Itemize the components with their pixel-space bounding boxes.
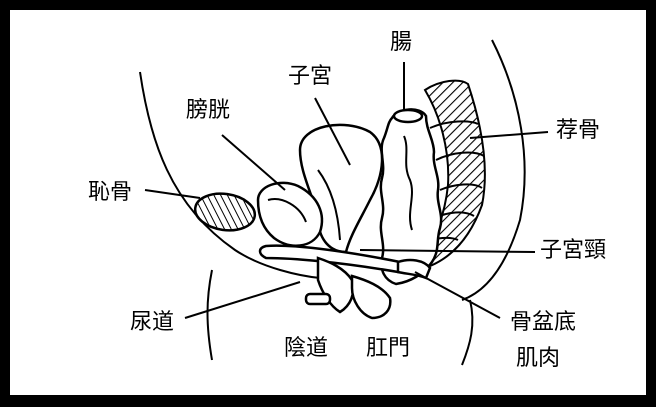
label-pelvic-floor-line2: 肌肉 — [516, 348, 560, 370]
thigh-outline — [208, 270, 213, 360]
label-bladder: 膀胱 — [186, 100, 230, 122]
label-vagina: 陰道 — [284, 338, 328, 360]
label-anus: 肛門 — [366, 338, 410, 360]
label-pelvic-floor-line1: 骨盆底 — [510, 312, 576, 334]
leader-pubic — [145, 190, 200, 198]
leader-bladder — [222, 135, 285, 190]
leader-pelvic-floor — [415, 272, 500, 318]
buttock-outline — [462, 300, 472, 365]
label-pubic-bone: 恥骨 — [88, 182, 132, 204]
label-uterus: 子宮 — [288, 66, 332, 88]
label-sacrum: 荐骨 — [556, 120, 600, 142]
label-intestine: 腸 — [390, 32, 412, 54]
label-cervix: 子宮頸 — [540, 240, 606, 262]
pubic-bone-shape — [193, 190, 257, 234]
urethra-opening — [306, 294, 330, 304]
anus-shape — [352, 276, 390, 318]
intestine-top — [394, 110, 422, 122]
leader-urethra — [185, 282, 300, 318]
label-urethra: 尿道 — [130, 312, 174, 334]
